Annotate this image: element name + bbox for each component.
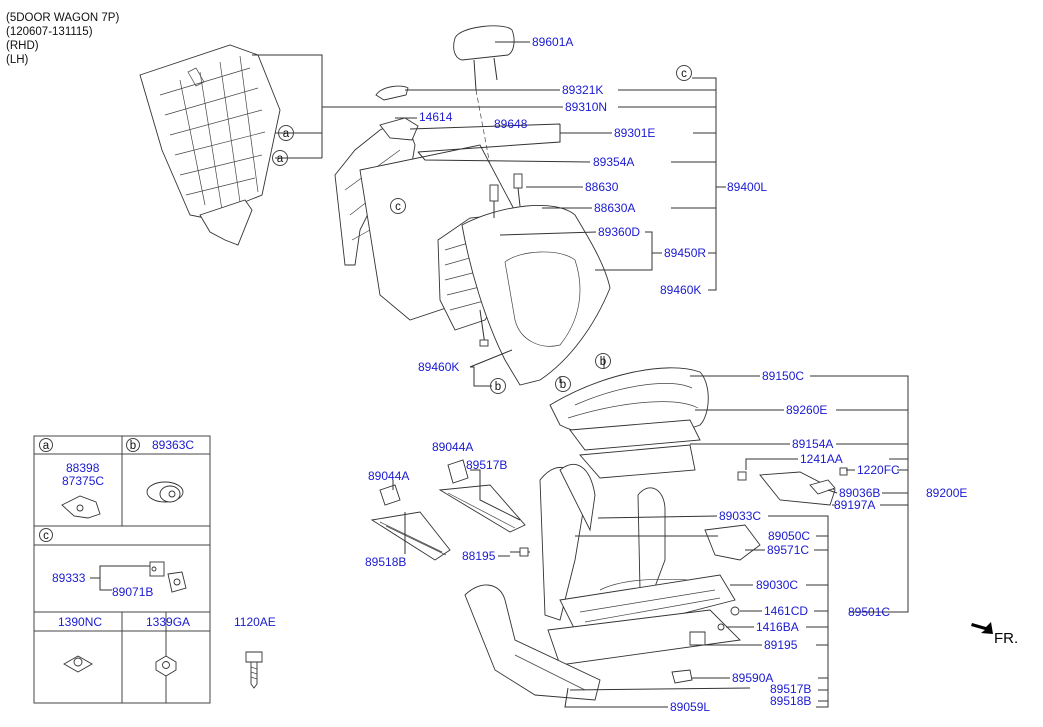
label-89321K: 89321K xyxy=(562,83,603,97)
label-89301E: 89301E xyxy=(614,126,655,140)
label-89590A: 89590A xyxy=(732,671,773,685)
legend-cell-c: c 89333 89071B xyxy=(39,528,187,599)
label-88630: 88630 xyxy=(585,180,619,194)
legend-89071B: 89071B xyxy=(112,585,153,599)
label-89518B-left: 89518B xyxy=(365,555,406,569)
callouts: c a a c b b b xyxy=(272,65,692,394)
label-89571C: 89571C xyxy=(767,543,809,557)
seatback-rear-cover-drawing xyxy=(139,44,281,246)
svg-text:c: c xyxy=(681,68,687,80)
callout-c-top: c xyxy=(676,65,692,81)
legend-cell-b: b 89363C xyxy=(126,438,194,503)
guides-drawing xyxy=(489,173,523,218)
cushion-drawing xyxy=(549,367,709,479)
label-89036B: 89036B xyxy=(839,486,880,500)
part-labels: 89601A 89321K 89310N 14614 89648 89301E … xyxy=(365,35,967,714)
label-89648: 89648 xyxy=(494,117,528,131)
front-direction: FR. xyxy=(971,622,1018,647)
svg-text:a: a xyxy=(43,440,50,452)
callout-a-lower: a xyxy=(272,150,288,166)
trims-drawing xyxy=(370,459,526,561)
model-header: (5DOOR WAGON 7P) (120607-131115) (RHD) (… xyxy=(6,12,119,66)
legend-89333: 89333 xyxy=(52,571,86,585)
label-14614: 14614 xyxy=(419,110,453,124)
label-1220FC: 1220FC xyxy=(857,463,900,477)
label-89195: 89195 xyxy=(764,638,798,652)
legend-1120AE: 1120AE xyxy=(234,615,276,629)
legend-88398: 88398 xyxy=(66,461,100,475)
header-line-3: (RHD) xyxy=(6,40,39,52)
label-89400L: 89400L xyxy=(727,180,767,194)
label-89197A: 89197A xyxy=(834,498,875,512)
label-89354A: 89354A xyxy=(593,155,634,169)
label-89450R: 89450R xyxy=(664,246,706,260)
label-89518B-bottom: 89518B xyxy=(770,694,811,708)
label-89460K-left: 89460K xyxy=(418,360,459,374)
leader-lines xyxy=(252,41,909,708)
legend-table: a 88398 87375C b 89363C c 89333 89071B xyxy=(33,435,276,704)
side-covers-drawing xyxy=(737,467,848,506)
label-89517B-top: 89517B xyxy=(466,458,507,472)
svg-text:c: c xyxy=(395,201,401,213)
legend-1390NC: 1390NC xyxy=(58,615,102,629)
label-89460K-right: 89460K xyxy=(660,283,701,297)
svg-text:b: b xyxy=(600,356,606,368)
seat-frame-drawing xyxy=(510,464,761,666)
callout-b-left: b xyxy=(555,376,571,392)
label-89601A: 89601A xyxy=(532,35,573,49)
svg-text:c: c xyxy=(43,530,49,542)
header-line-1: (5DOOR WAGON 7P) xyxy=(6,12,119,24)
callout-b-back: b xyxy=(490,378,506,394)
label-1461CD: 1461CD xyxy=(764,604,808,618)
legend-87375C: 87375C xyxy=(62,474,104,488)
header-line-4: (LH) xyxy=(6,54,29,66)
label-88195: 88195 xyxy=(462,549,496,563)
front-arrow-icon xyxy=(971,622,993,634)
side-shield-drawing xyxy=(464,584,601,701)
label-89260E: 89260E xyxy=(786,403,827,417)
backrest-cover-drawing xyxy=(461,205,611,386)
small-parts-drawing xyxy=(671,606,740,684)
label-89501C: 89501C xyxy=(848,605,890,619)
label-88630A: 88630A xyxy=(594,201,635,215)
legend-89363C: 89363C xyxy=(152,438,194,452)
label-1241AA: 1241AA xyxy=(800,452,843,466)
label-1416BA: 1416BA xyxy=(756,620,799,634)
legend-1339GA: 1339GA xyxy=(146,615,190,629)
front-label: FR. xyxy=(994,630,1018,647)
label-89360D: 89360D xyxy=(598,225,640,239)
label-89517B-bottom: 89517B xyxy=(770,682,811,696)
label-89154A: 89154A xyxy=(792,437,833,451)
callout-a-upper: a xyxy=(278,125,294,141)
svg-text:b: b xyxy=(130,440,136,452)
svg-text:a: a xyxy=(283,128,290,140)
handle-bezel-drawing xyxy=(375,85,409,101)
label-89050C: 89050C xyxy=(768,529,810,543)
callout-b-right: b xyxy=(595,353,611,369)
legend-bottom-row: 1390NC 1339GA 1120AE xyxy=(58,615,276,689)
svg-text:b: b xyxy=(495,381,501,393)
label-89200E: 89200E xyxy=(926,486,967,500)
label-89033C: 89033C xyxy=(719,509,761,523)
svg-text:a: a xyxy=(277,153,284,165)
label-89059L: 89059L xyxy=(670,700,710,714)
legend-cell-a: a 88398 87375C xyxy=(39,438,104,519)
svg-text:b: b xyxy=(560,379,566,391)
callout-c-frame: c xyxy=(390,198,406,214)
label-89150C: 89150C xyxy=(762,369,804,383)
label-89044A-left: 89044A xyxy=(368,469,409,483)
label-89030C: 89030C xyxy=(756,578,798,592)
label-89044A-top: 89044A xyxy=(432,440,473,454)
label-89310N: 89310N xyxy=(565,100,607,114)
header-line-2: (120607-131115) xyxy=(6,26,93,38)
